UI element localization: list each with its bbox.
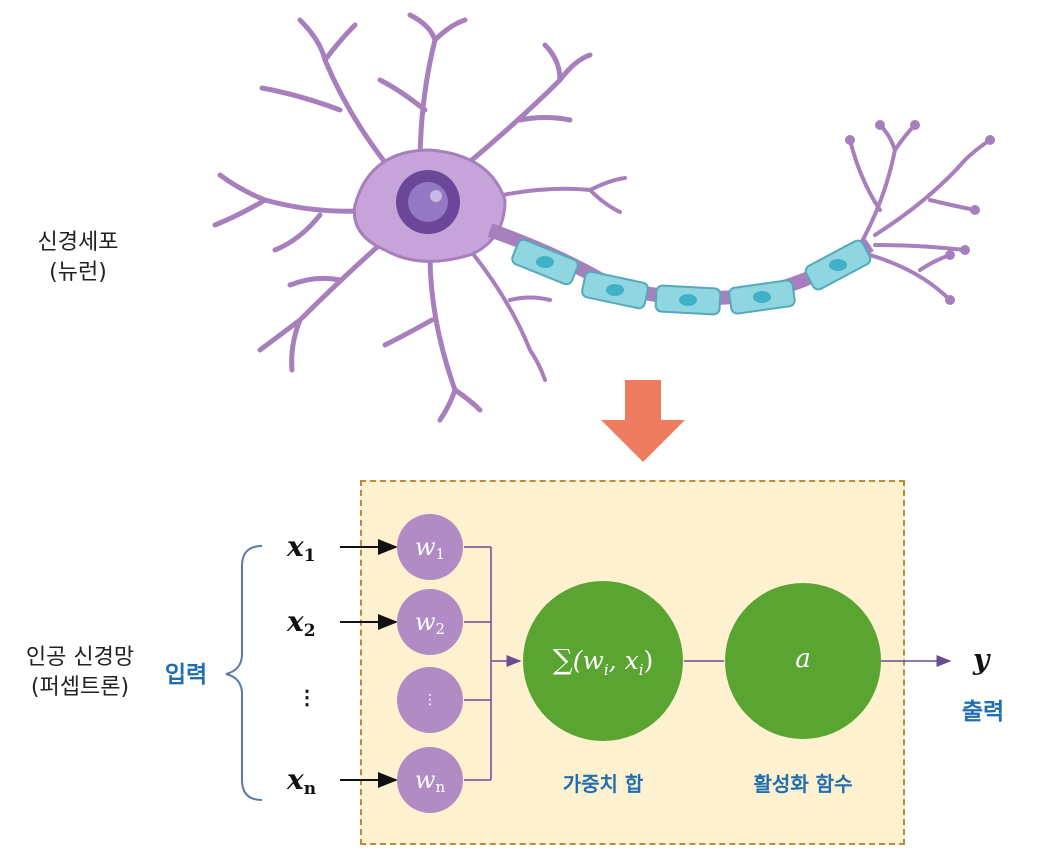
weight-wn-sub: n: [435, 778, 446, 796]
sum-sub1: i: [603, 661, 609, 679]
input-ellipsis-var: ⋮: [297, 685, 317, 709]
input-xn: xn: [287, 763, 316, 799]
input-label: 입력: [164, 662, 208, 688]
input-x2-sub: 2: [303, 621, 316, 641]
weight-wn: wn: [397, 747, 463, 813]
weight-ellipsis-var: ⋮: [423, 692, 437, 708]
weight-w2-sub: 2: [435, 620, 446, 638]
weight-wn-var: w: [414, 766, 436, 794]
input-xn-sub: n: [303, 779, 317, 799]
input-ellipsis: ⋮: [297, 685, 317, 709]
perceptron-label-line2: (퍼셉트론): [30, 675, 130, 700]
weighted-sum-caption: 가중치 합: [562, 772, 644, 796]
sum-text: (w: [572, 646, 604, 675]
weight-w1: w1: [397, 514, 463, 580]
down-arrow-icon: [601, 380, 685, 462]
perceptron-label-line1: 인공 신경망: [25, 645, 135, 670]
input-xn-var: x: [287, 763, 304, 796]
activation-node-symbol: a: [795, 644, 811, 674]
neuron-label-line2: (뉴런): [49, 260, 107, 285]
output-label: 출력: [961, 699, 1005, 725]
weight-w2: w2: [397, 589, 463, 655]
activation-caption: 활성화 함수: [753, 772, 853, 796]
weight-ellipsis: ⋮: [397, 667, 463, 733]
input-x1-sub: 1: [303, 546, 316, 566]
weight-w1-var: w: [414, 533, 436, 561]
sigma-symbol: ∑: [552, 643, 573, 676]
perceptron-label: 인공 신경망 (퍼셉트론): [5, 643, 155, 703]
neuron-label: 신경세포 (뉴런): [18, 228, 138, 288]
neuron-label-line1: 신경세포: [37, 230, 119, 255]
sum-sub2: i: [638, 661, 644, 679]
weight-w1-sub: 1: [435, 545, 446, 563]
weighted-sum-node: ∑(wi, xi): [523, 643, 683, 679]
weight-w2-var: w: [414, 608, 436, 636]
output-y: y: [973, 643, 990, 676]
sum-mid: , x: [608, 646, 639, 675]
input-x2-var: x: [287, 605, 304, 638]
input-x1-var: x: [287, 530, 304, 563]
input-x2: x2: [287, 605, 316, 641]
sum-end: ): [643, 646, 654, 675]
input-x1: x1: [287, 530, 316, 566]
